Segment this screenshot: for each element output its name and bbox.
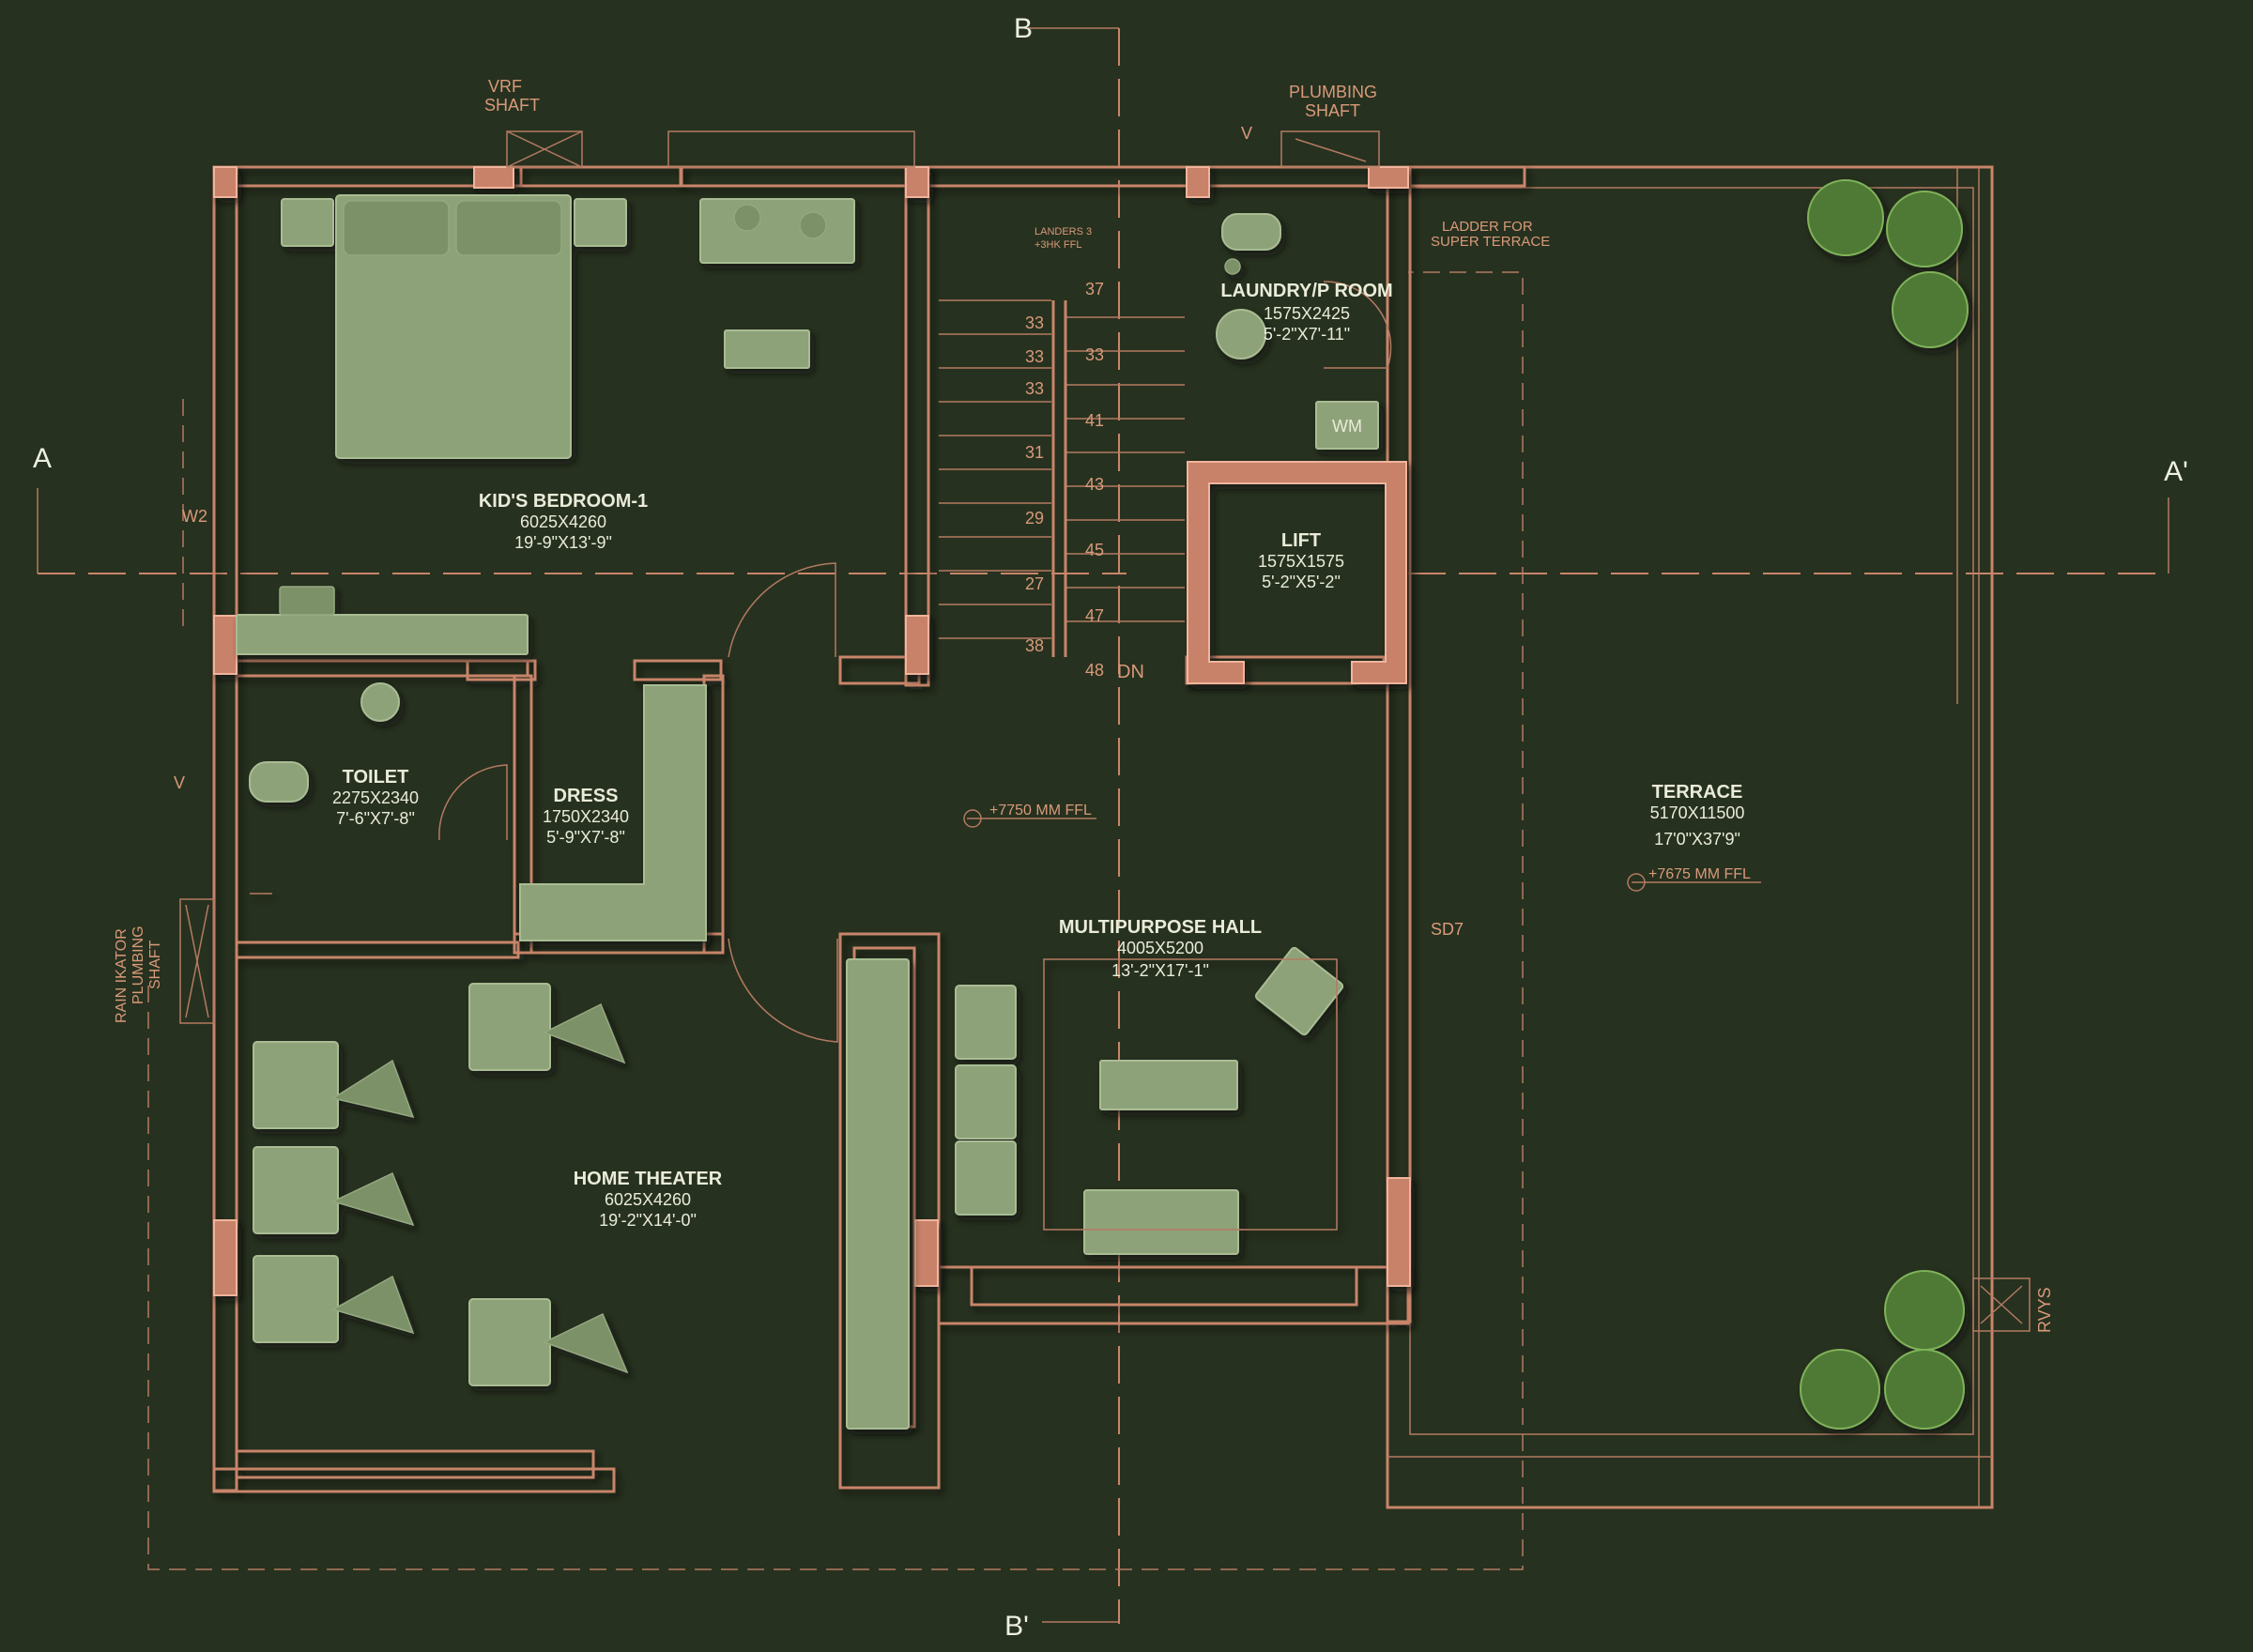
section-axes (37, 27, 2169, 1624)
stair-tread-left-6: 27 (1025, 574, 1044, 593)
rain-shaft-label-3: SHAFT (147, 940, 163, 989)
stair-tread-left-4: 31 (1025, 443, 1044, 462)
stair-tread-right-1: 37 (1085, 280, 1104, 298)
room-size-terrace: 5170X11500 (1650, 803, 1745, 822)
columns (213, 166, 1411, 1296)
room-name-kids-bedroom: KID'S BEDROOM-1 (479, 491, 648, 512)
stair-tread-left-3: 33 (1025, 379, 1044, 398)
outline-dashed (147, 271, 1524, 1570)
landing-level: +3HK FFL (1035, 239, 1081, 251)
stair-tread-left-7: 38 (1025, 636, 1044, 655)
room-name-laundry: LAUNDRY/P ROOM (1220, 281, 1392, 301)
section-a-label: A (33, 443, 52, 474)
bed (281, 194, 627, 459)
stair-tread-right-5: 45 (1085, 541, 1104, 559)
room-imperial-lift: 5'-2"X5'-2" (1262, 573, 1341, 591)
stair-tread-left-1: 33 (1025, 314, 1044, 332)
stair-tread-right-4: 43 (1085, 475, 1104, 494)
vrf-shaft-label-1: VRF (488, 77, 522, 96)
room-name-home-theater: HOME THEATER (574, 1169, 723, 1189)
room-size-multipurpose-hall: 4005X5200 (1117, 939, 1203, 957)
room-size-kids-bedroom: 6025X4260 (520, 512, 606, 531)
plumbing-shaft-label-1: PLUMBING (1289, 83, 1377, 101)
stair-tread-right-6: 47 (1085, 606, 1104, 625)
room-imperial-toilet: 7'-6"X7'-8" (336, 809, 415, 828)
stair-tread-right-2: 33 (1085, 345, 1104, 364)
room-name-multipurpose-hall: MULTIPURPOSE HALL (1059, 917, 1262, 938)
dress-wardrobe (519, 684, 707, 941)
stair-tread-right-7: 48 (1085, 661, 1104, 680)
rain-shaft-label-1: RAIN IKATOR (114, 928, 130, 1023)
room-name-dress: DRESS (554, 786, 619, 806)
ladder-label-2: SUPER TERRACE (1431, 234, 1550, 250)
rain-shaft-label-2: PLUMBING (130, 925, 146, 1004)
laundry-fixtures (1216, 213, 1379, 450)
stair-down-label: DN (1117, 662, 1144, 682)
stair-tread-left-5: 29 (1025, 509, 1044, 528)
level-terrace-label: +7675 MM FFL (1648, 866, 1751, 882)
section-b-prime-label: B' (1004, 1611, 1029, 1642)
ladder-label-1: LADDER FOR (1442, 219, 1533, 235)
shafts (179, 130, 2031, 1332)
level-markers (963, 809, 1761, 892)
room-size-home-theater: 6025X4260 (605, 1190, 691, 1209)
room-imperial-multipurpose-hall: 13'-2"X17'-1" (1111, 961, 1209, 980)
landing-label: LANDERS 3 (1035, 226, 1092, 237)
window-w2-label: W2 (182, 507, 207, 526)
level-hall-label: +7750 MM FFL (989, 803, 1092, 818)
room-imperial-laundry: 5'-2"X7'-11" (1264, 325, 1350, 344)
room-size-toilet: 2275X2340 (332, 788, 419, 807)
room-size-lift: 1575X1575 (1258, 552, 1344, 571)
room-size-laundry: 1575X2425 (1264, 304, 1350, 323)
lift-shaft (1187, 461, 1407, 684)
bedroom-seating (236, 198, 855, 655)
washing-machine-label: WM (1332, 417, 1362, 436)
hall-furniture (955, 946, 1344, 1255)
vent-left-label: V (174, 773, 185, 792)
staircase (939, 299, 1185, 657)
sliding-door-label: SD7 (1431, 920, 1464, 939)
room-imperial-kids-bedroom: 19'-9"X13'-9" (514, 533, 612, 552)
stair-tread-left-2: 33 (1025, 347, 1044, 366)
terrace-boundary (1386, 165, 1994, 1509)
room-name-lift: LIFT (1281, 530, 1321, 551)
stair-tread-right-3: 41 (1085, 411, 1104, 430)
room-size-dress: 1750X2340 (543, 807, 629, 826)
room-imperial-terrace: 17'0"X37'9" (1654, 830, 1740, 849)
home-theater-seating (253, 958, 910, 1430)
section-b-label: B (1014, 13, 1033, 44)
section-a-prime-label: A' (2164, 456, 2188, 487)
rvys-label: RVYS (2035, 1287, 2054, 1333)
plumbing-shaft-label-2: SHAFT (1305, 101, 1360, 120)
terrace-trees (1800, 179, 1969, 1430)
vent-top-label: V (1241, 124, 1252, 143)
room-name-toilet: TOILET (343, 767, 409, 788)
room-imperial-home-theater: 19'-2"X14'-0" (599, 1211, 697, 1230)
vrf-shaft-label-2: SHAFT (484, 96, 540, 115)
room-imperial-dress: 5'-9"X7'-8" (546, 828, 625, 847)
door-swings (438, 281, 1392, 1043)
toilet-fixtures (249, 682, 400, 895)
room-name-terrace: TERRACE (1652, 782, 1743, 803)
